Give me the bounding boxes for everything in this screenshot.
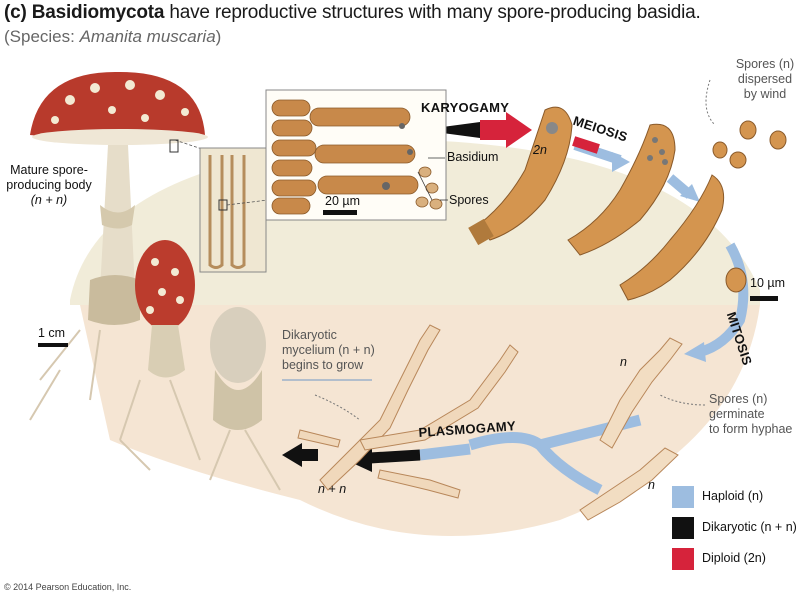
mature-mushroom: [30, 71, 208, 325]
haploid-hyphae: [579, 337, 683, 521]
basidium-label: Basidium: [447, 150, 499, 164]
legend-swatch-diploid: [672, 548, 694, 570]
page-subtitle: (Species: Amanita muscaria): [4, 27, 222, 46]
plasmogamy-arrow: [419, 443, 471, 461]
karyogamy-label: KARYOGAMY: [421, 100, 510, 115]
meiosis-diploid-segment: [572, 136, 600, 154]
legend-dikaryotic: Dikaryotic (n + n): [672, 517, 797, 539]
dikaryotic-nn-label: n + n: [318, 482, 347, 496]
scale-20um-label: 20 µm: [325, 194, 360, 208]
legend-label-dikaryotic: Dikaryotic (n + n): [702, 520, 797, 534]
young-mushroom: [135, 240, 195, 378]
karyogamy-arrow: [420, 122, 480, 138]
scale-1cm-bar: [38, 343, 68, 347]
legend-label-diploid: Diploid (2n): [702, 551, 766, 565]
haploid-n-label-upper: n: [620, 355, 627, 369]
mature-body-label: Mature spore- producing body (n + n): [6, 163, 92, 207]
page-title: (c) Basidiomycota have reproductive stru…: [4, 2, 701, 23]
diploid-2n-label: 2n: [533, 143, 547, 157]
legend-swatch-dikaryotic: [672, 517, 694, 539]
legend-haploid: Haploid (n): [672, 486, 797, 508]
mitosis-arrow: [698, 242, 749, 357]
spores-label: Spores: [449, 193, 489, 207]
scale-1cm-label: 1 cm: [38, 326, 66, 340]
haploid-n-label-lower: n: [648, 478, 655, 492]
dikaryotic-arrow: [282, 443, 318, 467]
germinating-spore: [725, 267, 747, 293]
legend-diploid: Diploid (2n): [672, 548, 797, 570]
dikaryotic-mycelium-label: Dikaryotic mycelium (n + n) begins to gr…: [282, 328, 375, 372]
dikaryotic-mycelium: [297, 324, 519, 499]
meiosis-basidium: [567, 123, 676, 256]
spores-germinate-label: Spores (n) germinate to form hyphae: [709, 392, 793, 436]
button-mushroom: [210, 307, 266, 430]
copyright-notice: © 2014 Pearson Education, Inc.: [4, 582, 132, 592]
scale-10um-label: 10 µm: [750, 276, 785, 290]
legend-label-haploid: Haploid (n): [702, 489, 764, 503]
spores-dispersed-label: Spores (n) dispersed by wind: [735, 57, 795, 101]
diploid-basidium: [468, 106, 573, 246]
legend-swatch-haploid: [672, 486, 694, 508]
spore-basidium: [619, 120, 787, 301]
mycelium-roots: [29, 329, 281, 491]
